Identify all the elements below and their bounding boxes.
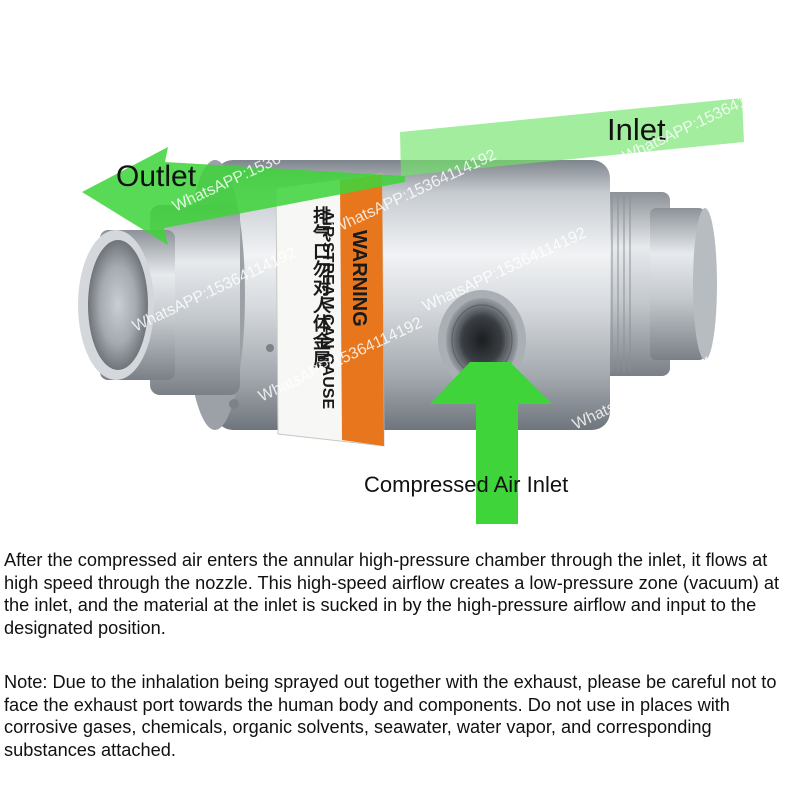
outlet-label: Outlet	[116, 160, 197, 193]
description-paragraph: After the compressed air enters the annu…	[4, 550, 780, 638]
inlet-arrow	[400, 98, 744, 176]
screw-hole	[266, 344, 274, 352]
outlet-end	[78, 205, 240, 395]
warning-chinese-text: 排气口勿对人体金属	[311, 206, 331, 368]
compressed-air-inlet-label: Compressed Air Inlet	[364, 472, 569, 497]
outlet-arrow	[82, 147, 405, 245]
vacuum-generator-photo	[78, 98, 744, 524]
compressed-air-arrow	[430, 362, 552, 524]
screw-hole	[229, 399, 239, 409]
inlet-label: Inlet	[607, 112, 666, 147]
warning-heading: WARNING	[348, 230, 370, 327]
note-paragraph: Note: Due to the inhalation being spraye…	[4, 672, 777, 760]
